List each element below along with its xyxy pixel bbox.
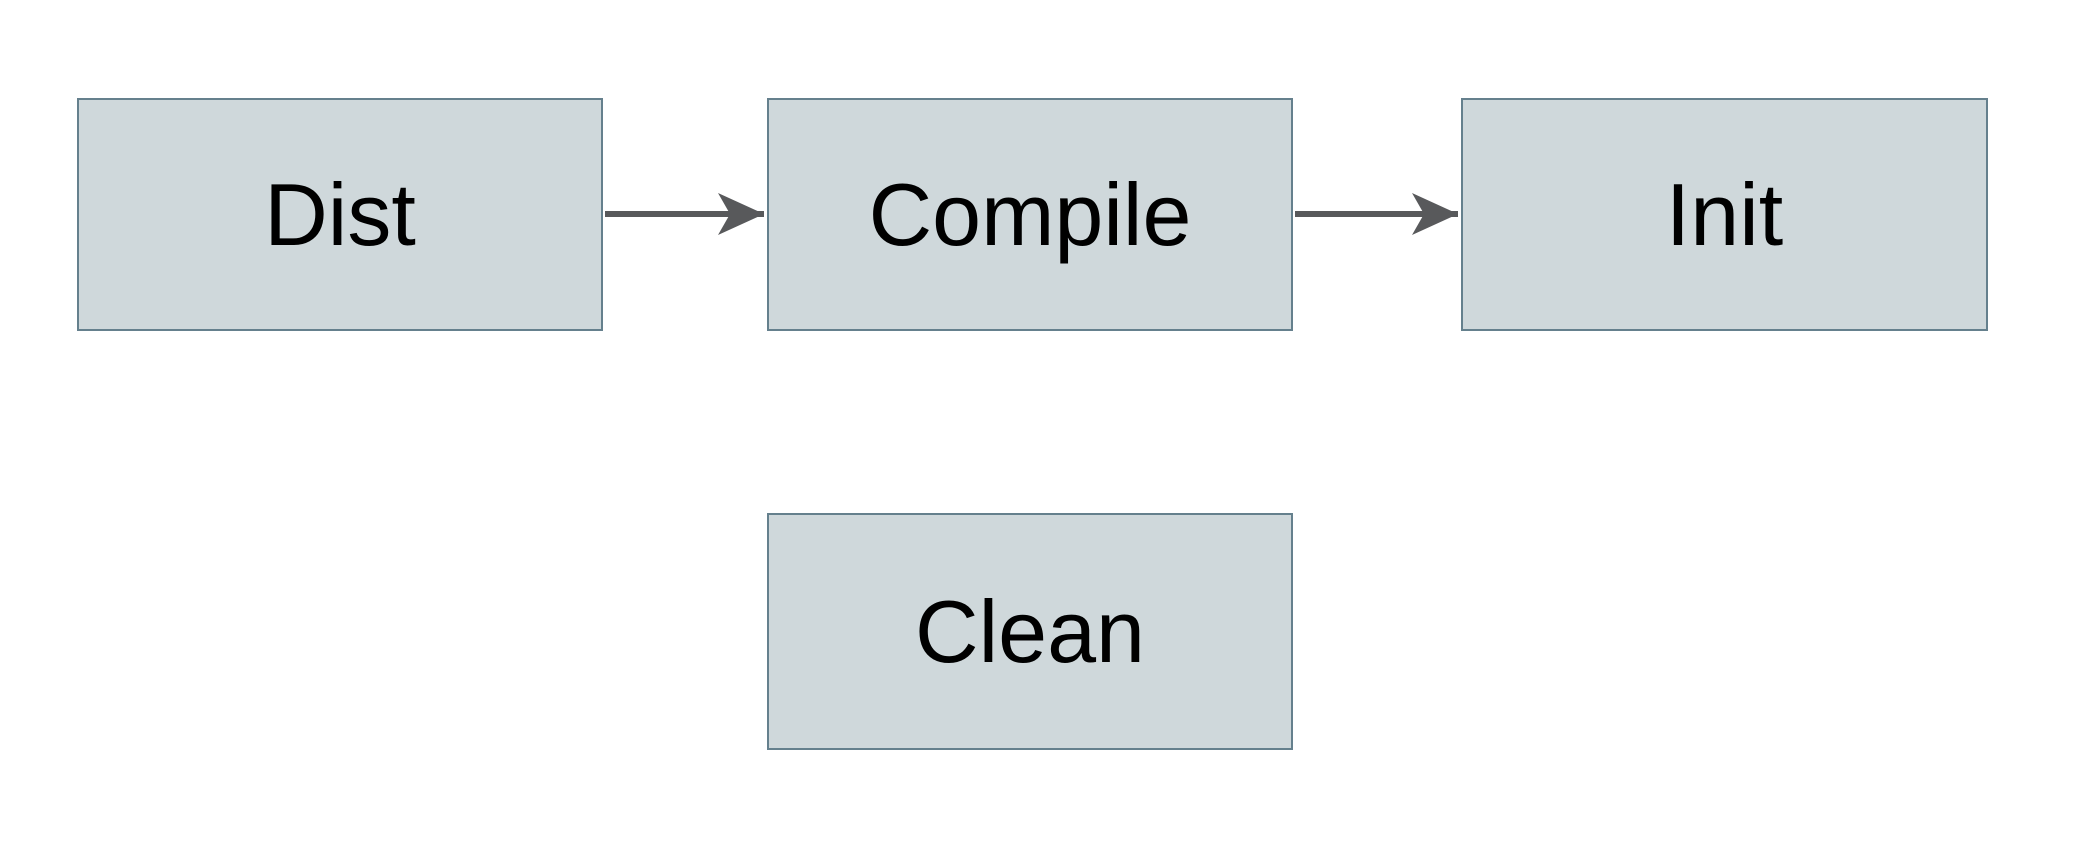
node-init-label: Init [1665,164,1784,264]
node-dist: Dist [77,98,603,331]
node-init: Init [1461,98,1988,331]
node-clean-label: Clean [915,581,1145,681]
node-dist-label: Dist [264,164,416,264]
node-compile: Compile [767,98,1293,331]
node-clean: Clean [767,513,1293,750]
node-compile-label: Compile [868,164,1192,264]
